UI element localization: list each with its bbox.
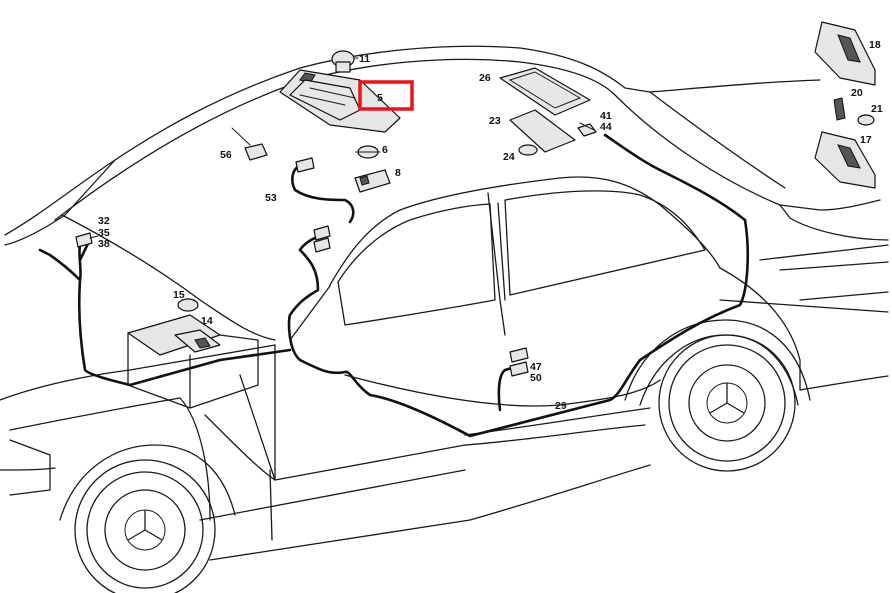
bulb-21-icon (857, 114, 875, 126)
leader-lines (89, 57, 595, 239)
label-20: 20 (851, 87, 863, 99)
car-body-outline (0, 45, 889, 593)
label-35: 35 (98, 227, 110, 239)
panel-26-icon (499, 67, 591, 116)
label-38: 38 (98, 238, 110, 250)
label-56: 56 (220, 149, 232, 161)
label-41: 41 (600, 110, 612, 122)
socket-20-icon (833, 97, 846, 121)
parts (75, 21, 876, 409)
label-14: 14 (201, 315, 213, 327)
bulb-15-icon (177, 298, 199, 312)
label-11: 11 (359, 53, 370, 65)
label-26: 26 (479, 72, 491, 84)
label-15: 15 (173, 289, 185, 301)
label-8: 8 (395, 167, 401, 179)
label-29: 29 (555, 400, 567, 412)
label-53: 53 (265, 192, 277, 204)
reading-light-23-icon (509, 109, 576, 153)
label-24: 24 (503, 151, 515, 163)
trunk-lamp-18-icon (814, 21, 876, 86)
label-50: 50 (530, 372, 542, 384)
label-32: 32 (98, 215, 110, 227)
dome-light-5-icon (279, 69, 401, 133)
connector-41-icon (577, 123, 597, 137)
switch-8-icon (354, 169, 391, 193)
label-18: 18 (869, 39, 881, 51)
label-17: 17 (860, 134, 872, 146)
highlight-box-5 (358, 80, 414, 111)
bulb-24-icon (518, 144, 538, 156)
label-23: 23 (489, 115, 501, 127)
label-5: 5 (377, 92, 383, 104)
callout-labels: 5 6 8 11 14 15 17 18 20 21 23 24 26 29 3… (98, 39, 883, 412)
sensor-56-icon (244, 143, 268, 161)
label-47: 47 (530, 361, 542, 373)
connector-32-icon (75, 232, 93, 248)
bulb-6-icon (355, 145, 381, 159)
lamp-14-icon (127, 314, 259, 409)
label-21: 21 (871, 103, 883, 115)
wiring-harness (38, 133, 750, 438)
label-44: 44 (600, 121, 612, 133)
connector-47-icon (509, 347, 529, 363)
connector-53-icon (295, 157, 315, 173)
label-6: 6 (382, 144, 388, 156)
trunk-lamp-17-icon (814, 131, 876, 189)
